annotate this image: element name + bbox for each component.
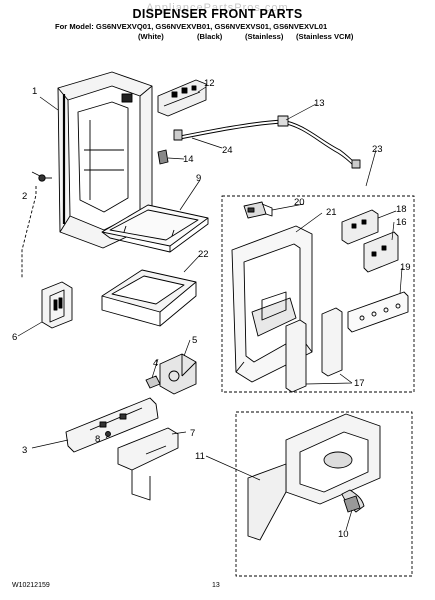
- part-11-chute-drawing: [247, 413, 381, 541]
- part-7-door-drawing: [117, 427, 179, 501]
- callout-23: 23: [372, 144, 383, 155]
- callout-numbers: 1 2 3 4 5 6 7 8 9 10 11 12 13 14 16 17 1…: [12, 78, 411, 540]
- callout-14: 14: [183, 154, 194, 165]
- callout-19: 19: [400, 262, 411, 273]
- part-22-tray-drawing: [101, 269, 197, 327]
- callout-3: 3: [22, 445, 27, 456]
- part-3-bracket-drawing: [65, 397, 159, 453]
- part-6-module-drawing: [41, 281, 73, 329]
- callout-16: 16: [396, 217, 407, 228]
- color-label-black: (Black): [197, 32, 223, 41]
- model-list: For Model: GS6NVEXVQ01, GS6NVEXVB01, GS6…: [55, 22, 328, 31]
- callout-6: 6: [12, 332, 17, 343]
- part-17-trim-drawing: [285, 307, 343, 393]
- callout-7: 7: [190, 428, 195, 439]
- part-4-bracket-drawing: [145, 375, 161, 389]
- part-1-housing-drawing: [57, 71, 153, 249]
- callout-1: 1: [32, 86, 37, 97]
- callout-20: 20: [294, 197, 305, 208]
- document-number: W10212159: [12, 582, 50, 589]
- callout-10: 10: [338, 529, 349, 540]
- callout-8: 8: [95, 434, 100, 445]
- callout-22: 22: [198, 249, 209, 260]
- part-20-switch-drawing: [243, 201, 273, 219]
- color-label-white: (White): [138, 32, 164, 41]
- callout-13: 13: [314, 98, 325, 109]
- part-10-clip-drawing: [343, 495, 361, 513]
- callout-11: 11: [195, 451, 205, 462]
- callout-9: 9: [196, 173, 201, 184]
- page-number: 13: [212, 582, 220, 589]
- callout-17: 17: [354, 378, 365, 389]
- part-12-board-drawing: [157, 79, 207, 117]
- callout-5: 5: [192, 335, 197, 346]
- callout-18: 18: [396, 204, 407, 215]
- part-13-harness-drawing: [173, 115, 361, 169]
- callout-24: 24: [222, 145, 233, 156]
- leader-lines: [17, 86, 403, 531]
- callout-12: 12: [204, 78, 215, 89]
- color-label-stainless: (Stainless): [245, 32, 284, 41]
- page-title: DISPENSER FRONT PARTS: [132, 7, 303, 21]
- part-14-clip-drawing: [157, 149, 169, 165]
- color-label-stainless-vcm: (Stainless VCM): [296, 32, 354, 41]
- part-16-board-drawing: [363, 231, 399, 273]
- part-19-overlay-drawing: [347, 291, 409, 333]
- part-5-motor-drawing: [159, 353, 197, 395]
- part-9-tray-drawing: [101, 204, 209, 253]
- part-2-screw-drawing: [38, 174, 52, 182]
- callout-21: 21: [326, 207, 337, 218]
- watermark: AppliancePartsPros.com: [146, 2, 289, 14]
- part-8-screw-drawing: [105, 431, 111, 437]
- callout-2: 2: [22, 191, 27, 202]
- callout-4: 4: [153, 358, 158, 369]
- part-18-board-drawing: [341, 209, 379, 245]
